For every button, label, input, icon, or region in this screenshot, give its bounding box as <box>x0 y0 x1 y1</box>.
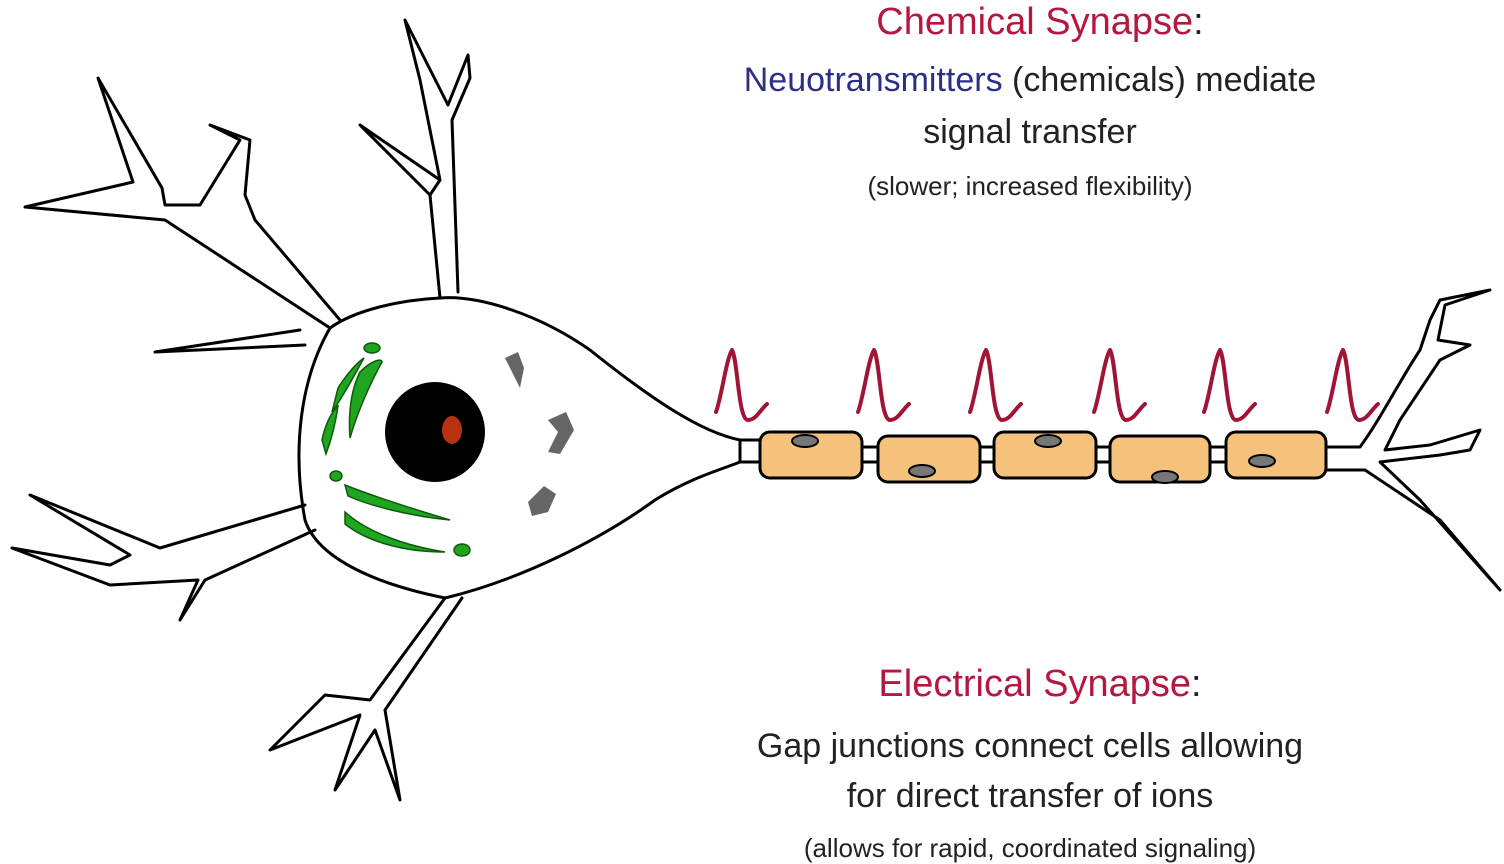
electrical-synapse-line1: Gap junctions connect cells allowing <box>640 726 1420 766</box>
nucleus <box>385 382 485 482</box>
myelin-segment <box>1226 432 1326 478</box>
dendrite-top-left-branch <box>155 330 305 352</box>
dendrite-bottom <box>270 598 462 800</box>
cell-body <box>299 298 740 598</box>
er-dot <box>454 544 470 556</box>
schwann-nucleus <box>1152 471 1178 483</box>
electrical-synapse-note: (allows for rapid, coordinated signaling… <box>680 832 1380 864</box>
chemical-synapse-title: Chemical Synapse <box>876 1 1193 43</box>
schwann-nucleus <box>1035 435 1061 447</box>
electrical-synapse-colon: : <box>1191 663 1202 705</box>
action-potential-spike <box>858 350 909 420</box>
action-potential-spike <box>1204 350 1255 420</box>
schwann-nucleus <box>909 465 935 477</box>
chemical-synapse-colon: : <box>1193 1 1204 43</box>
action-potential-spike <box>716 350 767 420</box>
chemical-synapse-note: (slower; increased flexibility) <box>730 170 1330 202</box>
er-dot <box>364 343 380 353</box>
axon-terminal <box>1325 290 1500 590</box>
chemical-synapse-line1: Neuotransmitters (chemicals) mediate <box>630 60 1430 100</box>
dendrite-top-center <box>360 20 470 298</box>
action-potential-spike <box>1094 350 1145 420</box>
action-potentials <box>716 350 1378 420</box>
dendrite-top-left <box>25 78 340 328</box>
action-potential-spike <box>1327 350 1378 420</box>
chemical-line1-rest: (chemicals) mediate <box>1003 61 1317 99</box>
chemical-synapse-line2: signal transfer <box>730 112 1330 152</box>
nucleolus <box>442 416 462 444</box>
dendrite-lower-left <box>12 495 315 620</box>
electrical-synapse-line2: for direct transfer of ions <box>700 776 1360 816</box>
action-potential-spike <box>970 350 1021 420</box>
schwann-nucleus <box>792 435 818 447</box>
neurotransmitters-term: Neuotransmitters <box>744 61 1003 99</box>
schwann-nucleus <box>1249 455 1275 467</box>
er-dot <box>330 471 342 481</box>
electrical-synapse-heading: Electrical Synapse: <box>760 662 1320 706</box>
dendrite-top-center-branch <box>430 180 440 195</box>
electrical-synapse-title: Electrical Synapse <box>878 663 1191 705</box>
chemical-synapse-heading: Chemical Synapse: <box>760 0 1320 44</box>
